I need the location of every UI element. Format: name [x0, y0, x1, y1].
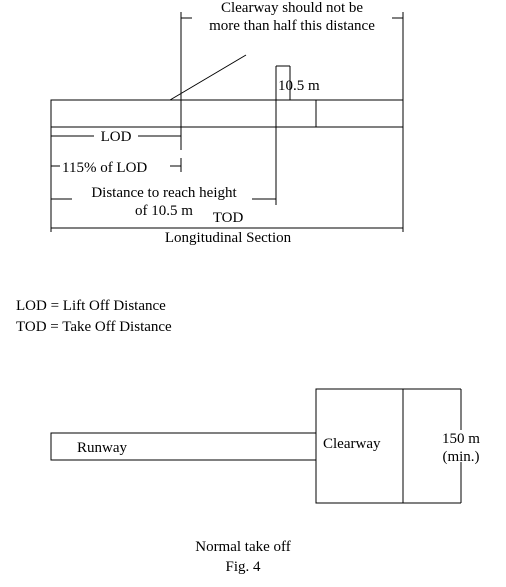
width-label-line1: 150 m — [442, 431, 480, 447]
clearway-note-line2: more than half this distance — [209, 18, 375, 34]
caption-title: Normal take off — [195, 539, 291, 555]
legend-lod: LOD = Lift Off Distance — [16, 298, 166, 314]
clearway-rect — [315, 388, 404, 504]
longitudinal-section: Clearway should not be more than half th… — [50, 0, 404, 246]
height-label: 10.5 m — [278, 78, 320, 94]
climb-slope-line — [169, 54, 247, 101]
legend: LOD = Lift Off Distance TOD = Take Off D… — [16, 298, 172, 335]
section-caption: Longitudinal Section — [165, 230, 292, 246]
runway-label: Runway — [77, 440, 127, 456]
figure-caption: Normal take off Fig. 4 — [195, 539, 291, 575]
legend-tod: TOD = Take Off Distance — [16, 319, 172, 335]
caption-figure-number: Fig. 4 — [225, 559, 261, 575]
width-label-line2: (min.) — [442, 449, 479, 465]
clearway-label: Clearway — [323, 436, 381, 452]
reach-label-line2: of 10.5 m — [135, 203, 193, 219]
plan-view: Runway Clearway 150 m (min.) — [50, 388, 480, 504]
tod-label: TOD — [213, 210, 244, 226]
lod-label: LOD — [101, 129, 132, 145]
reach-label-line1: Distance to reach height — [91, 185, 237, 201]
clearway-note-line1: Clearway should not be — [221, 0, 363, 16]
section-runway-strip — [50, 99, 404, 128]
lod115-label: 115% of LOD — [62, 160, 147, 176]
